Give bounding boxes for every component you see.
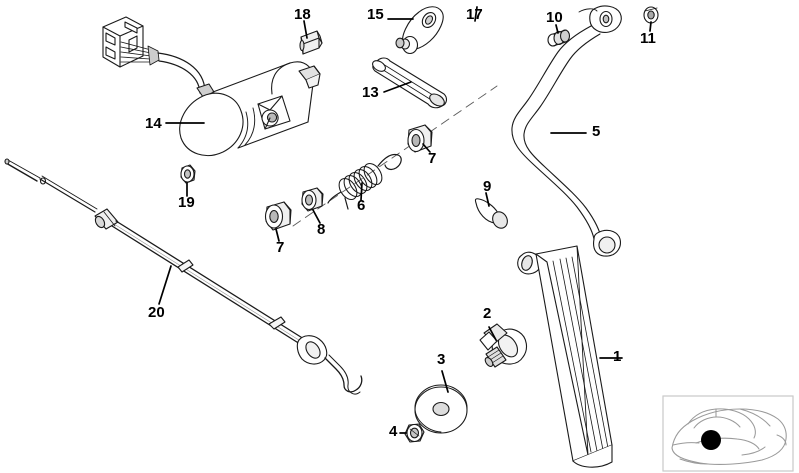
callout-4: 4 [389,423,398,440]
leader-2 [488,326,497,341]
leader-20 [158,265,172,305]
pedal-lever-arm [511,5,622,257]
callout-6: 6 [357,197,366,214]
leader-8 [312,209,321,224]
leader-9 [485,192,490,207]
callout-2: 2 [483,305,492,322]
leader-11 [649,21,652,32]
electrical-connector [102,16,144,68]
callout-15: 15 [367,6,384,23]
leader-6 [360,182,363,201]
grommet [180,164,196,184]
accelerator-pedal-pad [517,245,613,468]
leader-10 [555,24,559,34]
callout-18: 18 [294,6,311,23]
leader-7b [275,228,280,242]
ball-pin-stud [479,323,528,368]
bushing-upper [407,124,433,153]
assembly-centerline [292,85,498,227]
bushing-lower [264,201,292,231]
pivot-pin-upper [547,29,571,47]
callout-8: 8 [317,221,326,238]
callout-20: 20 [148,304,165,321]
callout-13: 13 [362,84,379,101]
retaining-clip [643,6,659,24]
callout-10: 10 [546,9,563,26]
callout-1: 1 [613,348,622,365]
callout-14: 14 [145,115,162,132]
callout-19: 19 [178,194,195,211]
callout-11: 11 [640,30,656,47]
callout-17: 17 [466,6,483,23]
wire-harness [120,41,160,66]
leader-17 [474,6,478,22]
actuating-lever [395,6,444,55]
bushing-small [301,187,324,212]
rubber-stop-cone [474,198,508,229]
leader-3 [441,370,449,393]
leader-7a [422,143,431,153]
callout-7-upper: 7 [428,150,437,167]
callout-5: 5 [592,123,601,140]
throttle-actuator-motor [102,16,321,156]
callout-3: 3 [437,351,446,368]
torsion-return-spring [327,153,402,210]
nut [404,423,425,443]
leader-13 [383,81,412,93]
bowden-cable [4,158,363,395]
location-marker-dot [701,430,721,450]
leader-18 [303,20,308,39]
callout-7-lower: 7 [276,239,285,256]
washer [414,384,468,434]
callout-9: 9 [483,178,492,195]
